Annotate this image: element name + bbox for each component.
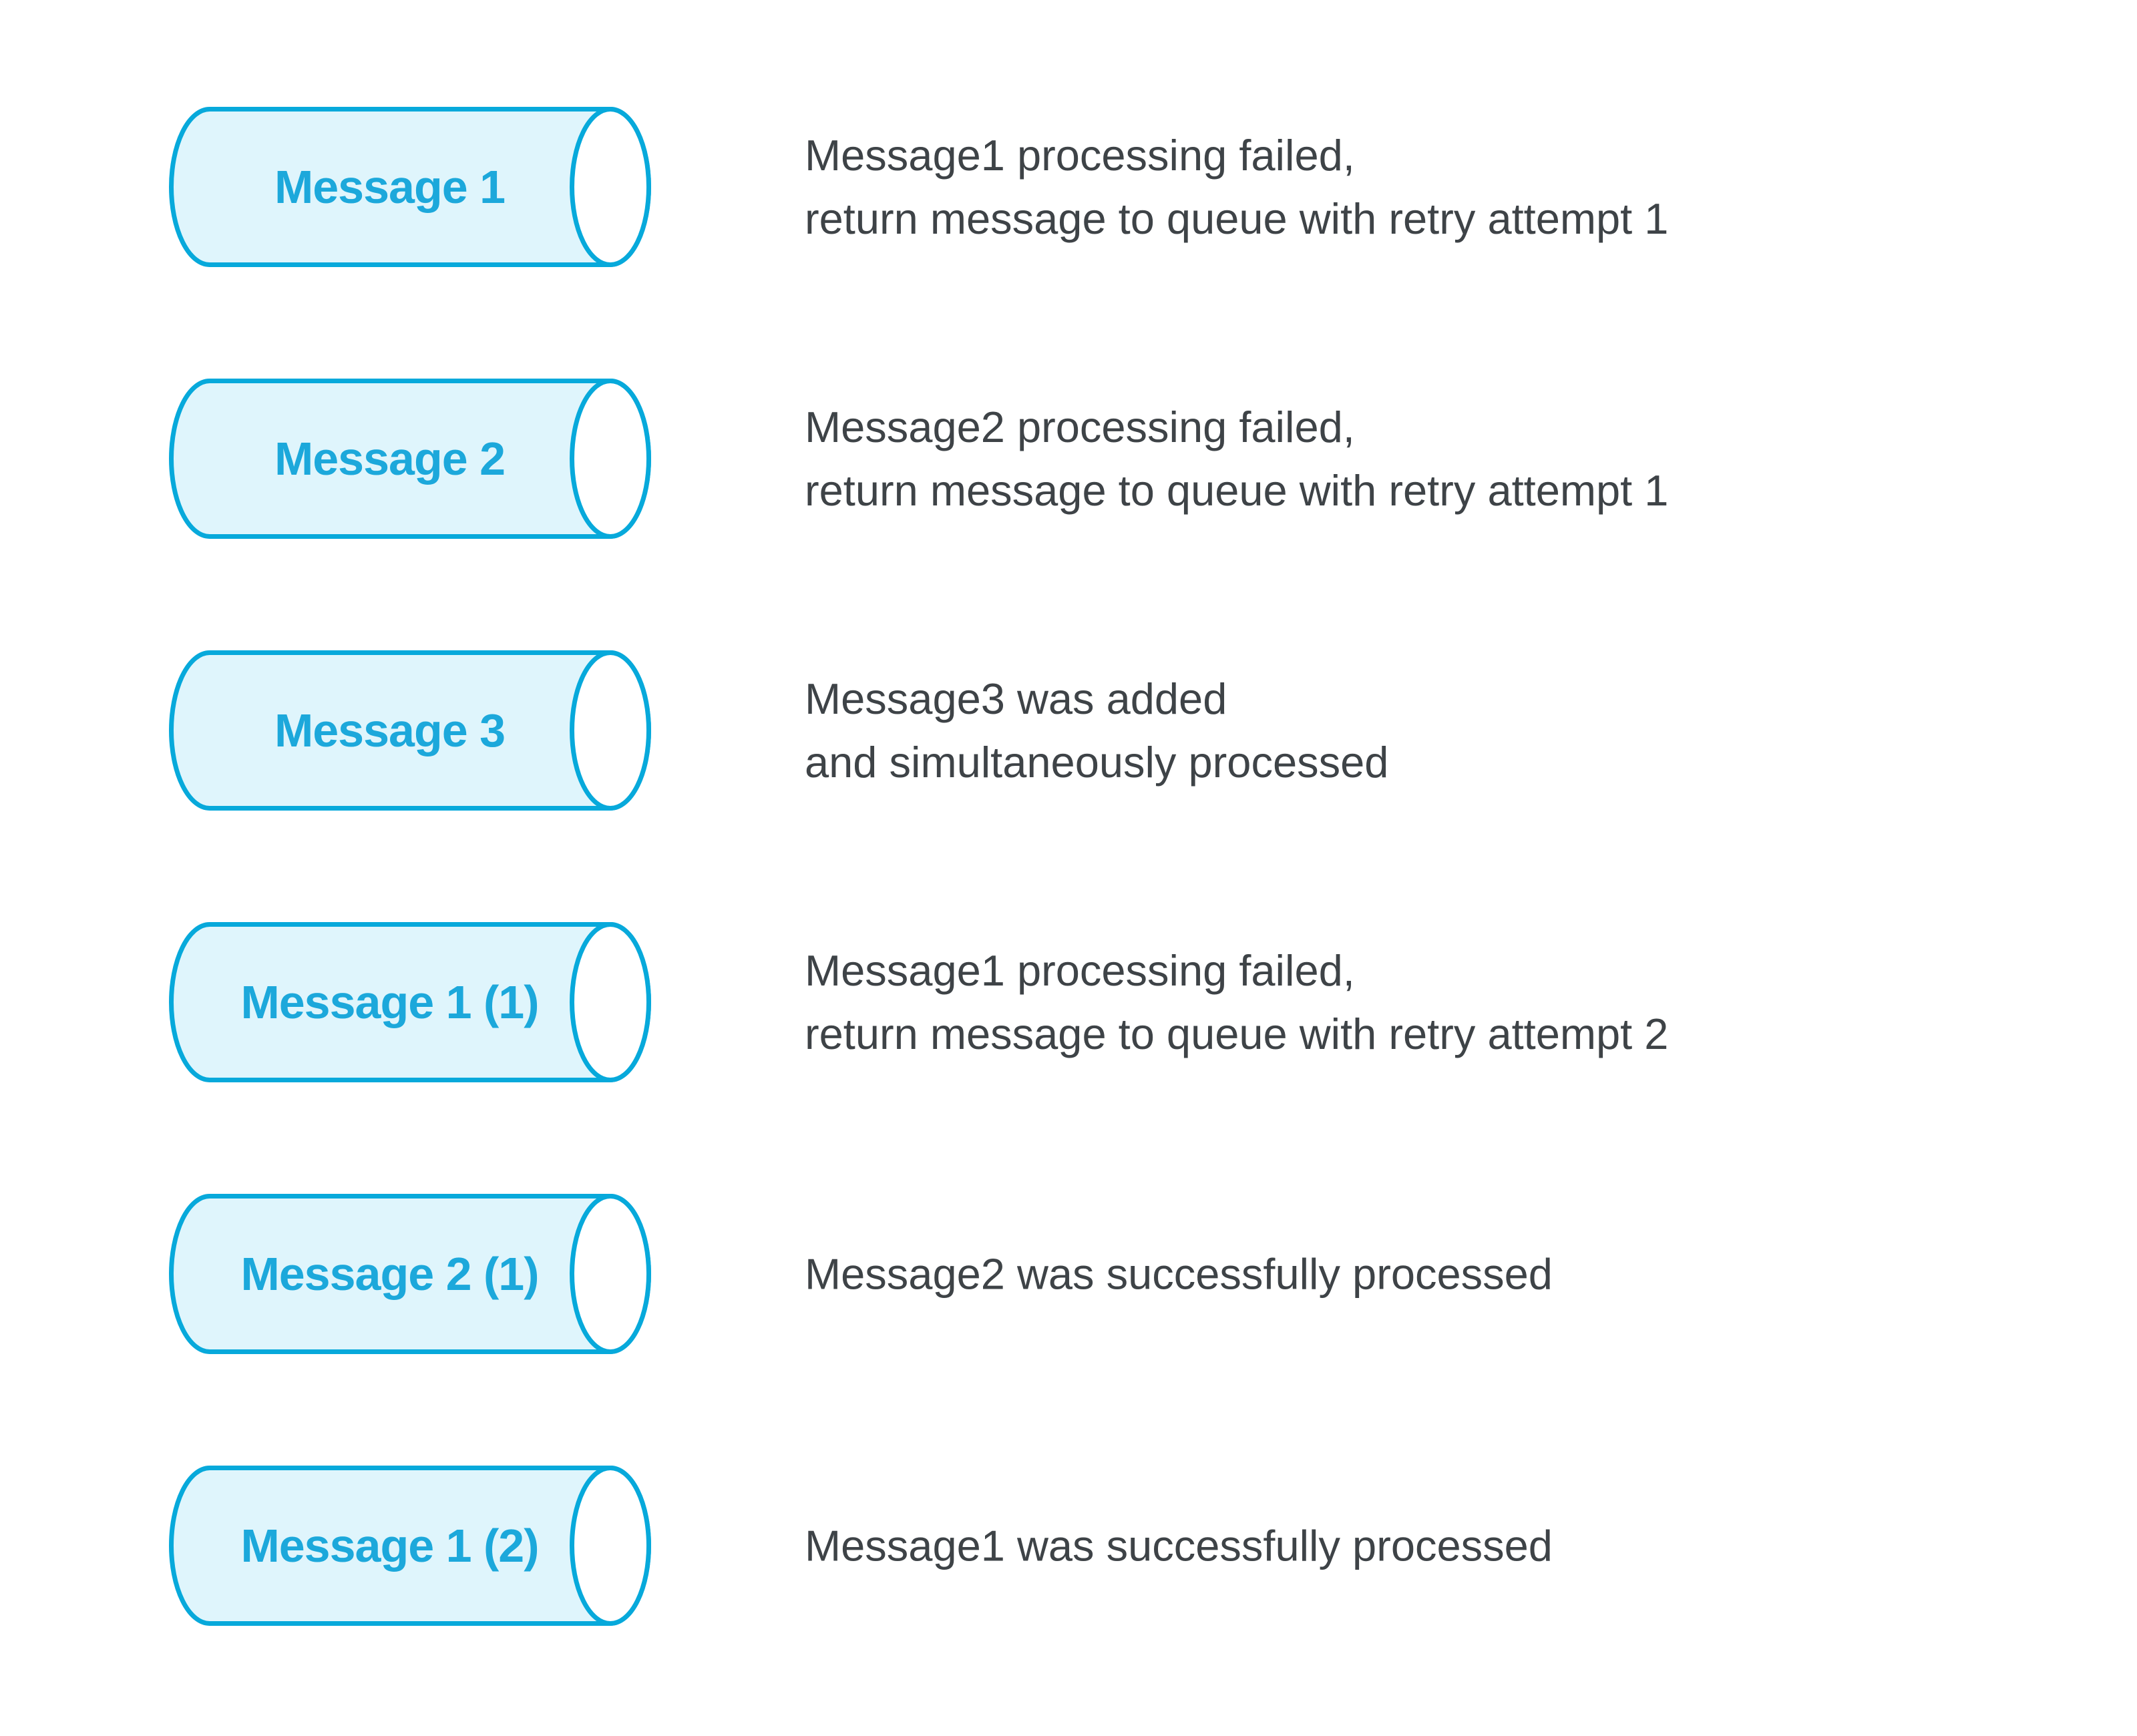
event-description-line: Message2 processing failed, (805, 403, 1355, 451)
queue-event-row: Message 2 (1) Message2 was successfully … (0, 1194, 2137, 1354)
event-description-line: and simultaneously processed (805, 738, 1389, 787)
queue-cylinder: Message 1 (169, 107, 651, 267)
queue-message-label: Message 1 (1) (240, 976, 539, 1028)
event-description: Message2 processing failed, return messa… (805, 395, 1668, 522)
event-description: Message1 processing failed, return messa… (805, 124, 1668, 250)
event-description: Message2 was successfully processed (805, 1243, 1553, 1306)
event-description-line: Message1 was successfully processed (805, 1521, 1553, 1570)
queue-cylinder: Message 1 (2) (169, 1466, 651, 1626)
event-description-line: Message2 was successfully processed (805, 1249, 1553, 1299)
event-description-line: Message1 processing failed, (805, 131, 1355, 180)
queue-message-label: Message 2 (1) (240, 1248, 539, 1300)
event-description: Message1 processing failed, return messa… (805, 939, 1668, 1066)
queue-event-row: Message 2 Message2 processing failed, re… (0, 379, 2137, 539)
event-description-line: Message3 was added (805, 674, 1227, 723)
queue-event-row: Message 1 (1) Message1 processing failed… (0, 922, 2137, 1082)
queue-message-label: Message 1 (274, 161, 506, 213)
queue-event-row: Message 3 Message3 was added and simulta… (0, 650, 2137, 811)
event-description: Message1 was successfully processed (805, 1514, 1553, 1578)
event-description-line: return message to queue with retry attem… (805, 1010, 1669, 1058)
queue-message-label: Message 2 (274, 433, 506, 485)
queue-cylinder: Message 3 (169, 650, 651, 811)
queue-cylinder: Message 1 (1) (169, 922, 651, 1082)
queue-event-row: Message 1 (2) Message1 was successfully … (0, 1466, 2137, 1626)
event-description: Message3 was added and simultaneously pr… (805, 667, 1388, 794)
queue-message-label: Message 1 (2) (240, 1520, 539, 1572)
event-description-line: return message to queue with retry attem… (805, 194, 1669, 243)
event-description-line: return message to queue with retry attem… (805, 466, 1669, 515)
queue-cylinder: Message 2 (169, 379, 651, 539)
queue-cylinder: Message 2 (1) (169, 1194, 651, 1354)
queue-message-label: Message 3 (274, 704, 506, 756)
event-description-line: Message1 processing failed, (805, 946, 1355, 995)
queue-event-row: Message 1 Message1 processing failed, re… (0, 107, 2137, 267)
